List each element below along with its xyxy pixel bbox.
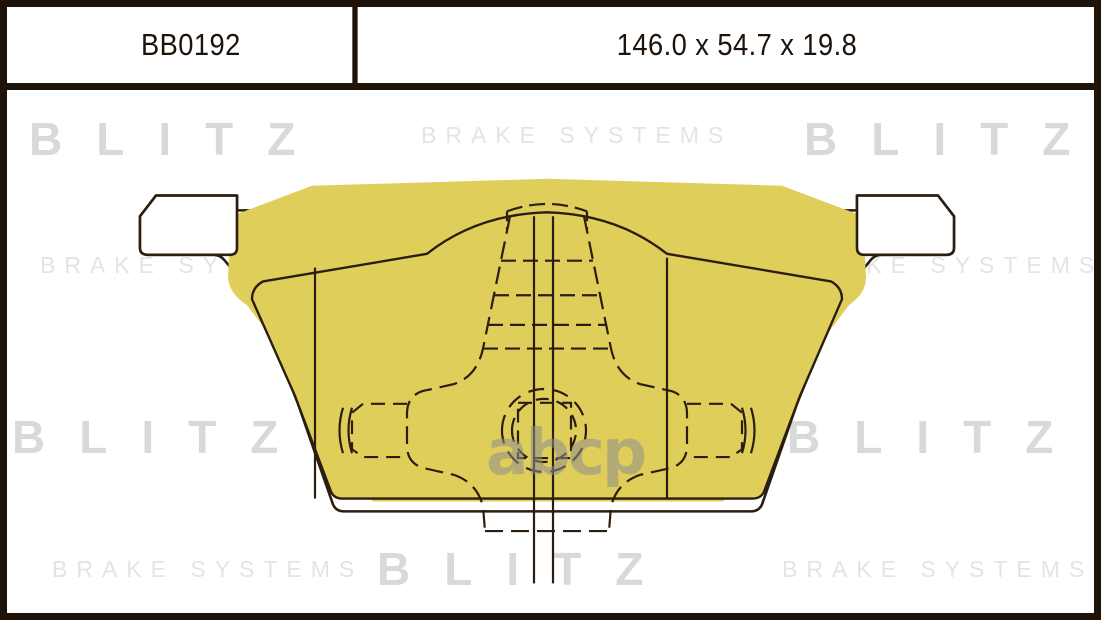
clip-left-lug-outline <box>350 402 407 459</box>
clip-right-lug-arc-a <box>740 407 747 454</box>
spec-table: BB0192 146.0 x 54.7 x 19.8 <box>7 7 1094 90</box>
friction-pad-outline <box>250 211 844 500</box>
clip-right-lug-outline <box>687 402 744 459</box>
spring-tab-sides <box>505 211 589 231</box>
clip-center-boss <box>500 387 588 473</box>
clip-right-lug-arc-b <box>749 407 756 454</box>
left-mounting-ear <box>138 194 239 257</box>
clip-body-outline <box>405 216 689 532</box>
mounting-ears <box>138 194 956 257</box>
clip-left-lug-arc-b <box>338 407 345 454</box>
wear-groove-lines <box>313 257 669 499</box>
right-mounting-ear <box>855 194 956 257</box>
dimensions-cell: 146.0 x 54.7 x 19.8 <box>616 27 858 62</box>
clip-center-rails <box>532 216 555 584</box>
center-retaining-clip <box>338 202 756 584</box>
clip-boss-square <box>516 401 573 460</box>
clip-boss-outer-circle <box>500 387 588 473</box>
spring-tab-arc <box>506 202 588 213</box>
brake-pad-svg <box>138 178 956 584</box>
clip-left-lug-arc-a <box>347 407 354 454</box>
clip-rungs <box>483 259 611 350</box>
brake-pad-drawing <box>7 90 1094 613</box>
part-number-cell: BB0192 <box>29 7 358 83</box>
friction-material <box>228 178 866 502</box>
clip-left-lug <box>338 402 407 459</box>
clip-right-lug <box>687 402 756 459</box>
